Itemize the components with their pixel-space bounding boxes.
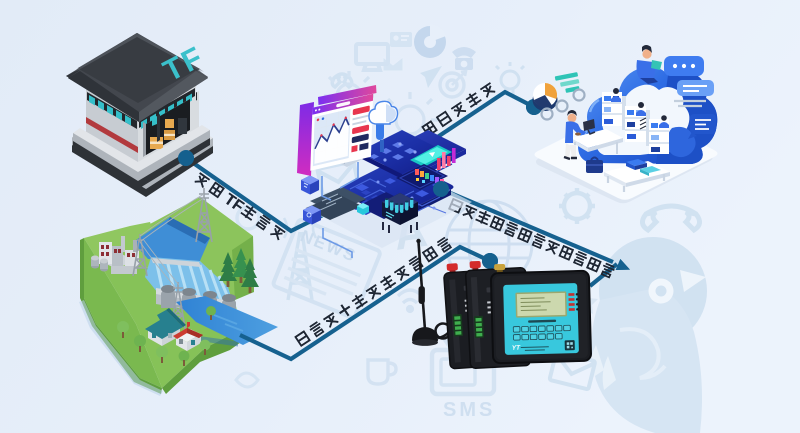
svg-text:SMS: SMS (443, 399, 495, 421)
svg-text:YT: YT (512, 345, 521, 352)
